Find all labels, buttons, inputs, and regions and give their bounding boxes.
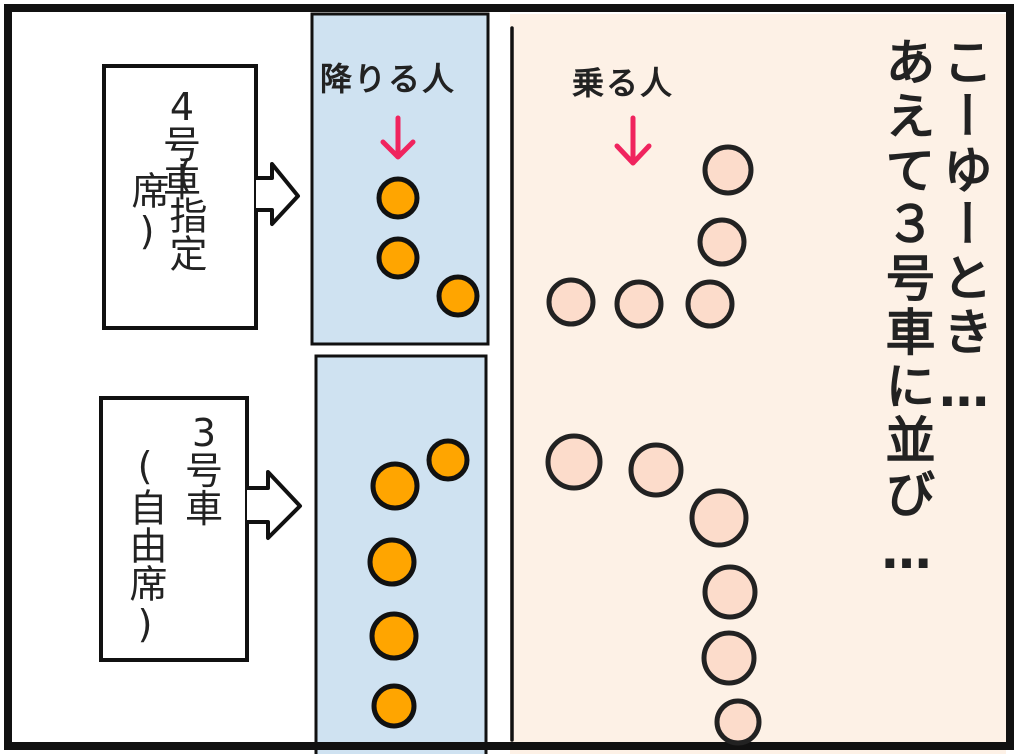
- boarding-header: 乗る人: [572, 64, 675, 102]
- car4-go: 号: [162, 123, 201, 167]
- boarding-zone: [510, 14, 1006, 754]
- alighting-arrow-icon: [380, 115, 416, 160]
- boarding-person: [701, 630, 757, 686]
- car3-pointer-arrow: [247, 470, 302, 540]
- alighting-person: [436, 274, 480, 318]
- alighting-person: [376, 236, 420, 280]
- boarding-person: [697, 217, 747, 267]
- car3-number: 3: [191, 411, 217, 455]
- alighting-people: [367, 176, 480, 729]
- boarding-person: [545, 433, 603, 491]
- boarding-person: [685, 279, 735, 329]
- boarding-people: [545, 144, 762, 746]
- boarding-person: [628, 442, 684, 498]
- boarding-person: [689, 488, 749, 548]
- narration-line-2: あえて３号車に並び…: [877, 36, 936, 584]
- car3-label: 3 号 車: [174, 414, 234, 528]
- alighting-person: [367, 537, 417, 587]
- boarding-person: [546, 277, 596, 327]
- car3-sha: 車: [184, 487, 223, 531]
- car4-seat-type: (指定席): [125, 152, 207, 272]
- alighting-person: [371, 683, 417, 729]
- boarding-person: [702, 144, 754, 196]
- car4-number: 4: [169, 85, 195, 129]
- car3-go: 号: [184, 449, 223, 493]
- car4-sha: 車: [162, 161, 201, 205]
- car4-pointer-arrow: [256, 162, 300, 226]
- alighting-person: [370, 461, 420, 511]
- car3-label-box: [99, 396, 249, 662]
- alighting-person: [369, 611, 419, 661]
- boarding-arrow-icon: [614, 115, 652, 166]
- narration: こーゆーとき… あえて３号車に並び…: [872, 36, 994, 636]
- narration-line-1: こーゆーとき…: [935, 36, 993, 422]
- boarding-person: [702, 564, 758, 620]
- alighting-header: 降りる人: [320, 60, 457, 98]
- panel-frame: [4, 4, 1014, 750]
- car4-label: 4 号 車: [128, 88, 236, 202]
- boarding-person: [714, 698, 762, 746]
- alighting-person: [376, 176, 420, 220]
- alighting-person: [426, 438, 470, 482]
- boarding-person: [614, 279, 664, 329]
- car3-seat-type: (自由席): [123, 444, 167, 646]
